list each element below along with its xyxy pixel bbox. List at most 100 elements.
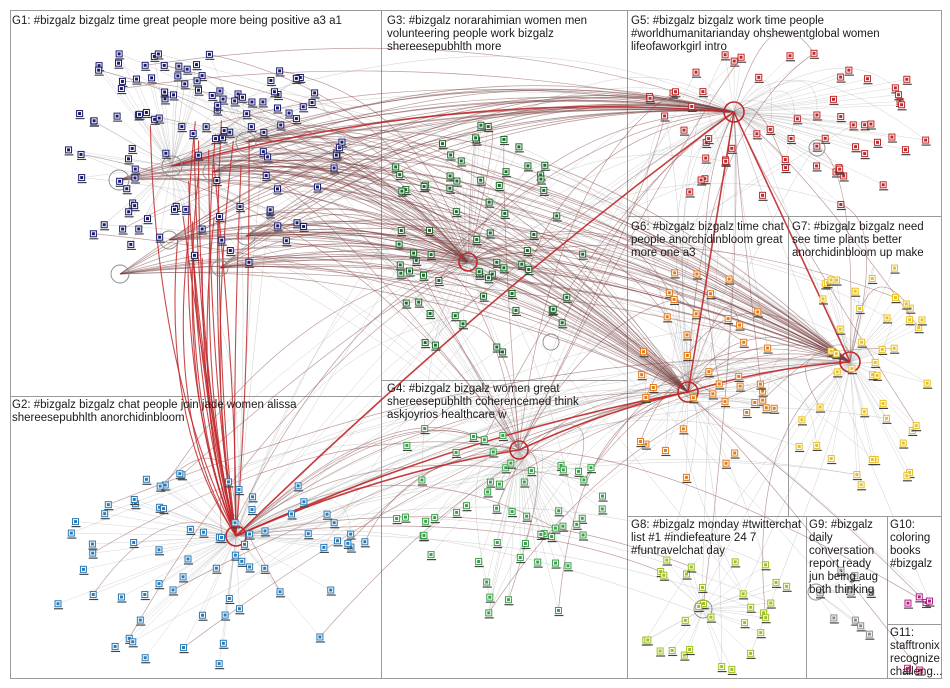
node-fill (815, 443, 819, 447)
node-fill (580, 516, 584, 520)
node-fill (171, 588, 175, 592)
edge (93, 535, 237, 595)
hub-edge (119, 231, 469, 275)
node-fill (487, 276, 491, 280)
edge (849, 319, 910, 363)
node-fill (227, 596, 231, 600)
group-title-g4: G4: #bizgalz bizgalz women great sherees… (387, 383, 582, 421)
node-fill (433, 343, 437, 347)
node-fill (724, 461, 728, 465)
cross-edge (687, 145, 818, 393)
node-fill (423, 427, 427, 431)
node-fill (137, 227, 141, 231)
node-fill (797, 444, 801, 448)
node-fill (363, 540, 367, 544)
edge (849, 361, 913, 431)
node-fill (495, 541, 499, 545)
node-fill (157, 116, 161, 120)
node-fill (527, 268, 531, 272)
node-fill (490, 272, 494, 276)
edge (171, 126, 183, 167)
group-title-g5: G5: #bizgalz bizgalz work time people #w… (631, 15, 883, 53)
node-fill (838, 327, 842, 331)
edge (518, 449, 521, 558)
cross-edge (462, 323, 520, 451)
node-fill (497, 482, 501, 486)
node-fill (276, 93, 280, 97)
node-fill (504, 466, 508, 470)
node-fill (201, 613, 205, 617)
edge (733, 111, 826, 139)
node-fill (644, 395, 648, 399)
node-fill (745, 410, 749, 414)
node-fill (103, 512, 107, 516)
node-fill (163, 483, 167, 487)
hub-edge (245, 97, 735, 143)
node-fill (479, 178, 483, 182)
hub-edge (211, 89, 735, 173)
node-fill (488, 595, 492, 599)
node-fill (269, 78, 273, 82)
node-fill (268, 208, 272, 212)
edge (171, 165, 187, 210)
edge (424, 261, 469, 343)
node-fill (918, 668, 922, 672)
cross-edge (687, 391, 920, 671)
node-fill (914, 424, 918, 428)
hub-edge (245, 136, 689, 393)
node-fill (158, 484, 162, 488)
node-fill (702, 602, 706, 606)
node-fill (855, 473, 859, 477)
node-fill (129, 242, 133, 246)
node-fill (917, 326, 921, 330)
node-fill (262, 130, 266, 134)
edge (462, 261, 469, 324)
cross-edge (518, 159, 786, 451)
node-fill (673, 271, 677, 275)
node-fill (306, 532, 310, 536)
node-fill (120, 79, 124, 83)
node-fill (162, 63, 166, 67)
node-fill (488, 480, 492, 484)
node-fill (195, 63, 199, 67)
edge (171, 165, 278, 227)
node-fill (200, 74, 204, 78)
edge (733, 78, 868, 113)
cross-edge (475, 137, 851, 363)
red-edge (182, 241, 237, 537)
node-fill (764, 563, 768, 567)
hub-node (509, 440, 529, 460)
node-fill (761, 193, 765, 197)
node-fill (437, 279, 441, 283)
node-fill (691, 396, 695, 400)
node-fill (465, 504, 469, 508)
node-fill (453, 314, 457, 318)
hub-edge (219, 248, 851, 363)
hub-edge (119, 110, 735, 275)
node-fill (542, 188, 546, 192)
cross-edge (733, 31, 815, 113)
node-fill (766, 346, 770, 350)
node-fill (906, 601, 910, 605)
node-fill (525, 249, 529, 253)
node-fill (834, 170, 838, 174)
edge (815, 570, 842, 593)
edge (235, 535, 243, 562)
node-fill (839, 203, 843, 207)
hub-edge (211, 152, 469, 263)
cross-edge (733, 111, 764, 401)
node-fill (726, 317, 730, 321)
node-fill (200, 227, 204, 231)
cross-edge (145, 47, 735, 113)
node-fill (709, 292, 713, 296)
node-fill (885, 316, 889, 320)
hub-node (211, 259, 229, 277)
node-fill (908, 318, 912, 322)
edge (702, 602, 771, 610)
node-fill (227, 480, 231, 484)
cross-edge (235, 151, 264, 537)
edge (488, 449, 520, 613)
node-fill (759, 631, 763, 635)
cross-edge (733, 111, 919, 328)
cross-edge (467, 261, 928, 384)
